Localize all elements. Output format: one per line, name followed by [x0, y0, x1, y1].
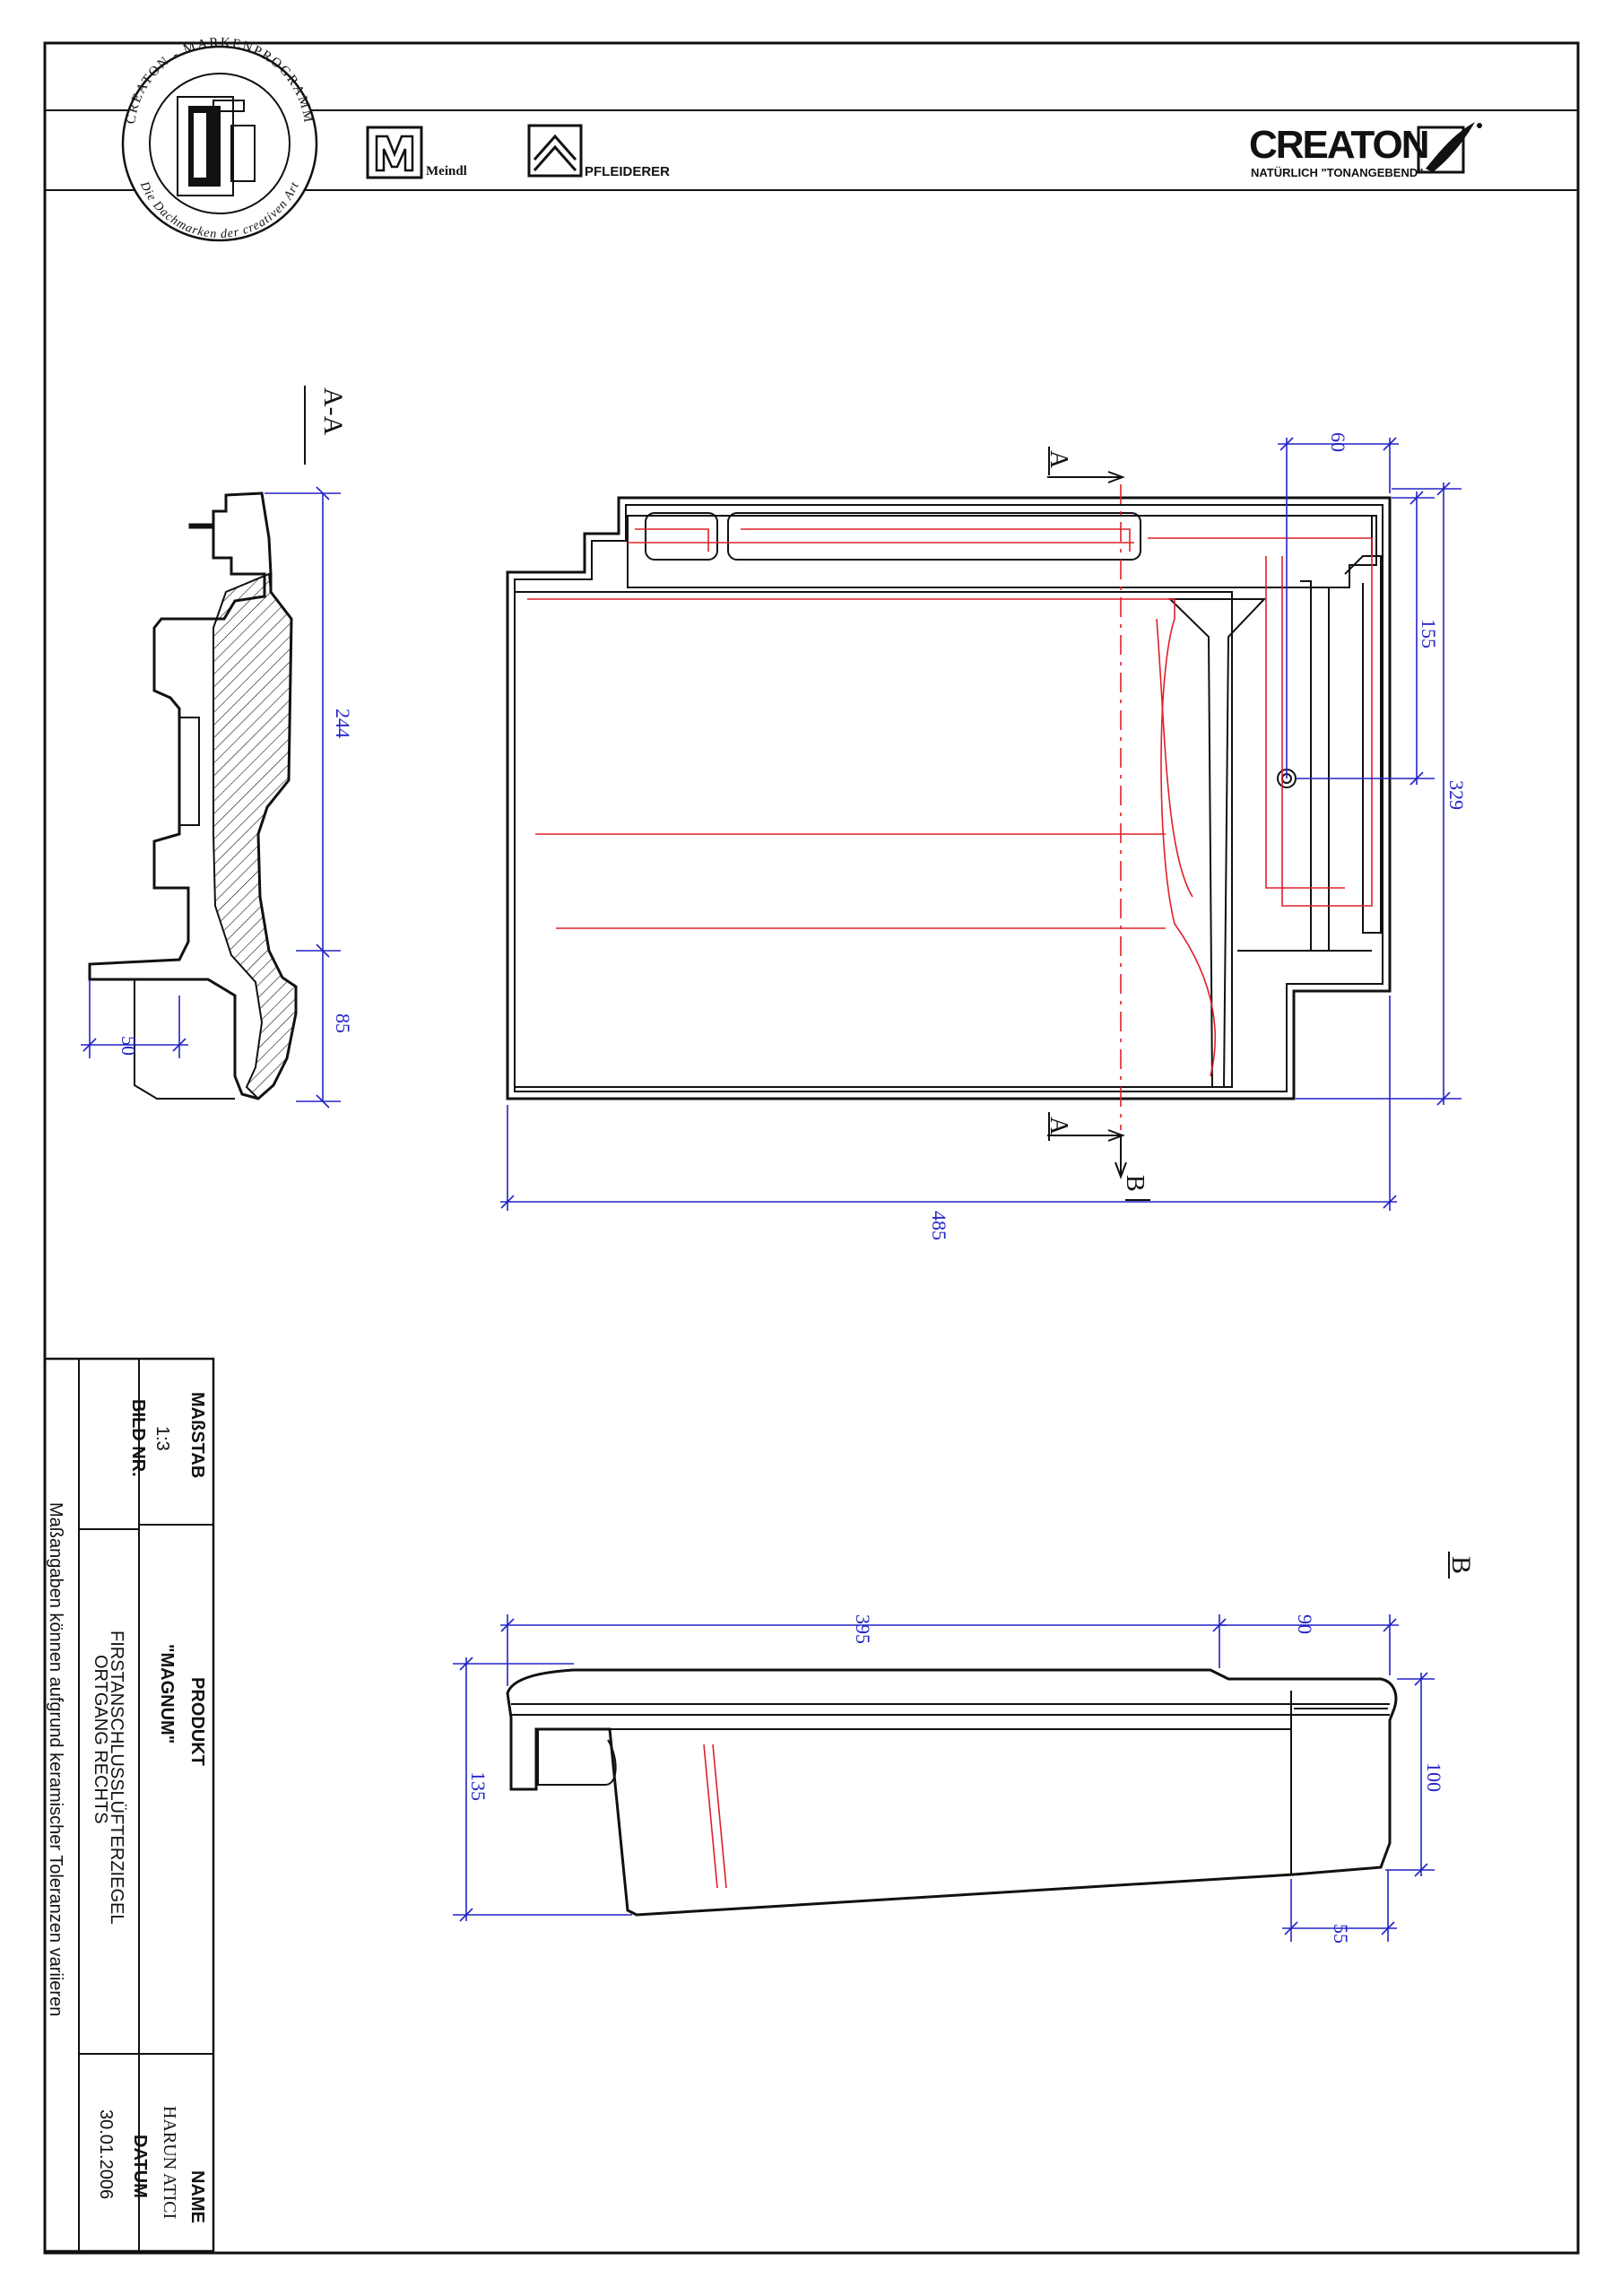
produkt-label: PRODUKT — [187, 1677, 207, 1766]
dim-label-50: 50 — [117, 1036, 140, 1056]
datum-label: DATUM — [130, 2135, 150, 2198]
section-marker-a-bottom: A — [1045, 1112, 1125, 1142]
name-value: HARUN ATICI — [160, 2106, 179, 2219]
dim-label-155: 155 — [1418, 619, 1440, 648]
dim-label-85: 85 — [332, 1013, 354, 1033]
dim-plan-60: 60 — [1278, 432, 1399, 778]
creaton-logo: CREATON NATÜRLICH "TONANGEBEND" — [1249, 122, 1482, 179]
dim-b-135: 135 — [453, 1657, 632, 1922]
feather-icon — [1426, 122, 1475, 172]
dim-aa-85: 85 — [296, 951, 354, 1109]
pfleiderer-logo: PFLEIDERER — [527, 124, 670, 179]
title-block: MAßSTAB 1:3 BILD NR. PRODUKT "MAGNUM" FI… — [43, 1357, 215, 2253]
massstab-label: MAßSTAB — [187, 1392, 207, 1478]
datum-value: 30.01.2006 — [96, 2109, 116, 2199]
dim-label-329: 329 — [1445, 780, 1468, 810]
dim-b-395: 395 — [500, 1614, 1227, 1686]
dim-label-485: 485 — [928, 1211, 950, 1240]
creaton-tagline: NATÜRLICH "TONANGEBEND" — [1251, 166, 1423, 179]
dim-label-395: 395 — [852, 1614, 874, 1644]
view-b: B 395 90 — [453, 1552, 1476, 1944]
creaton-seal: CREATON - MARKENPROGRAMM Die Dachmarken … — [121, 36, 318, 242]
produkt-name: "MAGNUM" — [157, 1644, 177, 1744]
plan-view: A A B 60 155 — [500, 432, 1468, 1240]
dim-label-55: 55 — [1330, 1924, 1352, 1944]
dim-plan-329: 329 — [1296, 482, 1468, 1106]
dim-b-90: 90 — [1219, 1614, 1399, 1675]
produkt-line1: FIRSTANSCHLUSSLÜFTERZIEGEL — [107, 1631, 126, 1924]
section-aa-title: A-A — [318, 387, 348, 436]
view-b-title: B — [1446, 1556, 1476, 1574]
dim-label-100: 100 — [1423, 1762, 1445, 1792]
produkt-line2: ORTGANG RECHTS — [91, 1655, 110, 1824]
bild-nr-label: BILD NR. — [128, 1399, 148, 1477]
dim-plan-485: 485 — [500, 996, 1397, 1240]
tolerance-note: Maßangaben können aufgrund keramischer T… — [46, 1502, 65, 2016]
svg-text:A: A — [1045, 450, 1072, 469]
section-marker-a-top: A — [1045, 447, 1125, 483]
dim-aa-50: 50 — [81, 979, 188, 1058]
svg-text:B: B — [1121, 1175, 1149, 1192]
dim-b-100: 100 — [1385, 1672, 1445, 1877]
dim-b-55: 55 — [1282, 1870, 1397, 1944]
meindl-label: Meindl — [426, 164, 467, 178]
dim-label-90: 90 — [1294, 1614, 1316, 1634]
dim-label-244: 244 — [332, 709, 354, 738]
section-aa-view: A-A 244 85 — [81, 386, 354, 1109]
pfleiderer-label: PFLEIDERER — [585, 164, 670, 179]
meindl-logo: Meindl — [366, 126, 467, 179]
svg-text:A: A — [1045, 1117, 1072, 1135]
dim-label-60: 60 — [1327, 432, 1349, 452]
dim-label-135: 135 — [467, 1771, 490, 1801]
creaton-wordmark: CREATON — [1249, 123, 1428, 167]
sheet-border — [43, 41, 1580, 2255]
name-label: NAME — [187, 2170, 207, 2223]
view-marker-b: B — [1115, 1135, 1150, 1201]
dim-plan-155: 155 — [1296, 491, 1440, 786]
massstab-value: 1:3 — [152, 1426, 172, 1451]
